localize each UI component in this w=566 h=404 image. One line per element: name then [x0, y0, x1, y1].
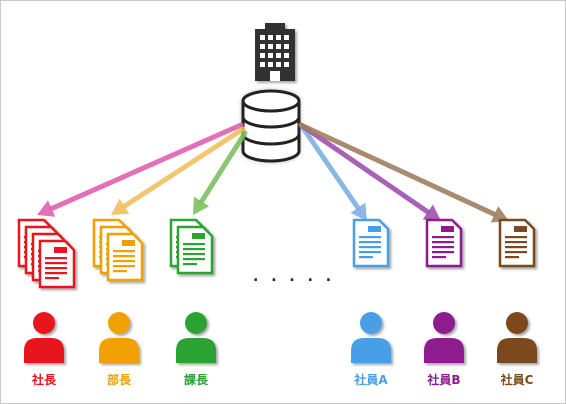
person-icon: [424, 312, 464, 363]
document-stack-6: [498, 218, 536, 268]
person-icon: [99, 312, 139, 363]
person-label: 社員B: [426, 372, 460, 387]
documents-group: [17, 218, 536, 289]
document-icon: [176, 225, 214, 275]
arrow-1: [37, 122, 244, 217]
document-stack-4: [352, 218, 390, 268]
document-stack-3: [169, 218, 214, 275]
arrows-group: [37, 122, 509, 223]
building-icon: [255, 23, 295, 81]
person-label: 社長: [31, 372, 57, 387]
document-icon: [38, 239, 76, 289]
arrow-6: [298, 122, 509, 223]
arrow-5: [298, 122, 441, 221]
database-icon: [241, 89, 301, 163]
persons-group: 社長 部長 課長 社員A 社員B 社員C: [24, 312, 537, 387]
person-icon: [24, 312, 64, 363]
document-icon: [106, 232, 144, 282]
person-label: 部長: [107, 372, 132, 387]
person-icon: [497, 312, 537, 363]
document-stack-2: [92, 218, 144, 282]
arrow-4: [298, 122, 367, 221]
person-label: 社員C: [500, 372, 534, 387]
person-label: 課長: [184, 372, 209, 387]
document-icon: [352, 218, 390, 268]
person-label: 社員A: [353, 372, 388, 387]
ellipsis-text: . . . . .: [253, 269, 335, 285]
person-icon: [176, 312, 216, 363]
document-icon: [425, 218, 463, 268]
document-icon: [498, 218, 536, 268]
arrow-2: [111, 126, 246, 215]
person-icon: [351, 312, 391, 363]
document-stack-5: [425, 218, 463, 268]
document-stack-1: [17, 218, 76, 289]
arrow-3: [193, 130, 248, 215]
